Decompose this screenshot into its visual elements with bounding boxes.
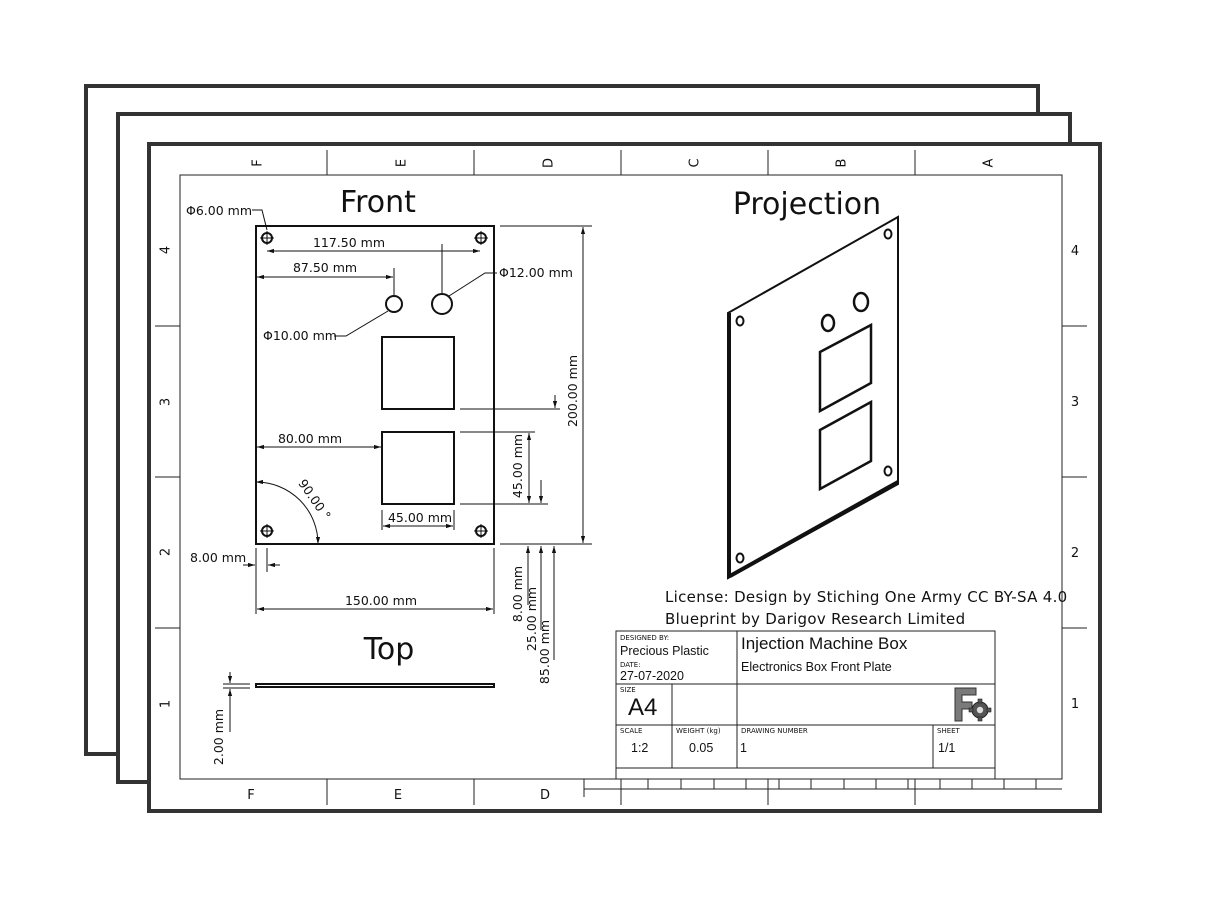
sheet-label: SHEET bbox=[937, 727, 961, 735]
zone-top-col-6: A bbox=[982, 158, 997, 167]
zone-left-row-3: 2 bbox=[159, 548, 174, 556]
zone-right-row-4: 1 bbox=[1071, 697, 1079, 712]
dim-large-hole: Φ12.00 mm bbox=[499, 265, 573, 280]
zone-top-col-4: C bbox=[688, 158, 703, 167]
zone-bottom-col-2: E bbox=[394, 788, 402, 803]
dim-cutout-width: 45.00 mm bbox=[388, 510, 452, 525]
date-value: 27-07-2020 bbox=[620, 669, 684, 683]
weight-label: WEIGHT (kg) bbox=[676, 727, 721, 735]
weight-value: 0.05 bbox=[689, 741, 713, 755]
dim-edge-offset: 8.00 mm bbox=[190, 550, 246, 565]
dim-v-offset-2: 25.00 mm bbox=[524, 587, 539, 651]
size-value: A4 bbox=[628, 694, 657, 721]
zone-bottom-col-3: D bbox=[540, 788, 550, 803]
scale-label: SCALE bbox=[620, 727, 642, 735]
dim-cutout-height: 45.00 mm bbox=[510, 434, 525, 498]
zone-top-col-1: F bbox=[251, 159, 266, 166]
drawing-number-value: 1 bbox=[740, 741, 747, 755]
license-line-2: Blueprint by Darigov Research Limited bbox=[665, 610, 965, 628]
front-plate bbox=[255, 225, 495, 545]
designed-by-value: Precious Plastic bbox=[620, 644, 709, 658]
zone-left-row-4: 1 bbox=[159, 700, 174, 708]
license-line-1: License: Design by Stiching One Army CC … bbox=[665, 588, 1067, 606]
zone-right-row-1: 4 bbox=[1071, 244, 1079, 259]
zone-right-row-2: 3 bbox=[1071, 395, 1079, 410]
title-block bbox=[615, 630, 996, 780]
top-view-title: Top bbox=[363, 632, 415, 667]
zone-top-col-5: B bbox=[835, 159, 850, 168]
dim-width: 150.00 mm bbox=[345, 593, 417, 608]
dim-cutout-offset: 80.00 mm bbox=[278, 431, 342, 446]
scale-value: 1:2 bbox=[631, 741, 648, 755]
dim-thickness: 2.00 mm bbox=[211, 709, 226, 765]
zone-left-row-1: 4 bbox=[159, 246, 174, 254]
size-label: SIZE bbox=[620, 686, 636, 694]
bottom-scale-ticks bbox=[647, 779, 1037, 789]
dim-mount-hole: Φ6.00 mm bbox=[186, 203, 252, 218]
dim-button-offset: 87.50 mm bbox=[293, 260, 357, 275]
drawing-title: Injection Machine Box bbox=[741, 634, 908, 653]
sheet-value: 1/1 bbox=[938, 741, 955, 755]
front-dimension-lines bbox=[243, 209, 592, 660]
zone-right-row-3: 2 bbox=[1071, 546, 1079, 561]
zone-top-col-3: D bbox=[542, 158, 557, 168]
projection-plate bbox=[727, 215, 899, 580]
dim-v-offset-1: 8.00 mm bbox=[510, 566, 525, 622]
sheet-front bbox=[147, 142, 1102, 813]
zone-top-col-2: E bbox=[395, 159, 410, 167]
zone-ticks bbox=[155, 150, 1087, 805]
zone-left-row-2: 3 bbox=[159, 398, 174, 406]
dim-hole-spacing: 117.50 mm bbox=[313, 235, 385, 250]
dim-v-offset-3: 85.00 mm bbox=[537, 620, 552, 684]
drawing-subtitle: Electronics Box Front Plate bbox=[741, 660, 892, 674]
drawing-number-label: DRAWING NUMBER bbox=[741, 727, 808, 735]
designed-by-label: DESIGNED BY: bbox=[620, 634, 669, 642]
top-plate bbox=[223, 672, 495, 732]
date-label: DATE: bbox=[620, 661, 641, 669]
zone-bottom-col-1: F bbox=[247, 788, 254, 803]
front-view-title: Front bbox=[340, 185, 416, 220]
projection-view-title: Projection bbox=[733, 187, 881, 222]
dim-height: 200.00 mm bbox=[565, 355, 580, 427]
freecad-logo-icon bbox=[954, 687, 992, 722]
dim-small-hole: Φ10.00 mm bbox=[263, 328, 337, 343]
